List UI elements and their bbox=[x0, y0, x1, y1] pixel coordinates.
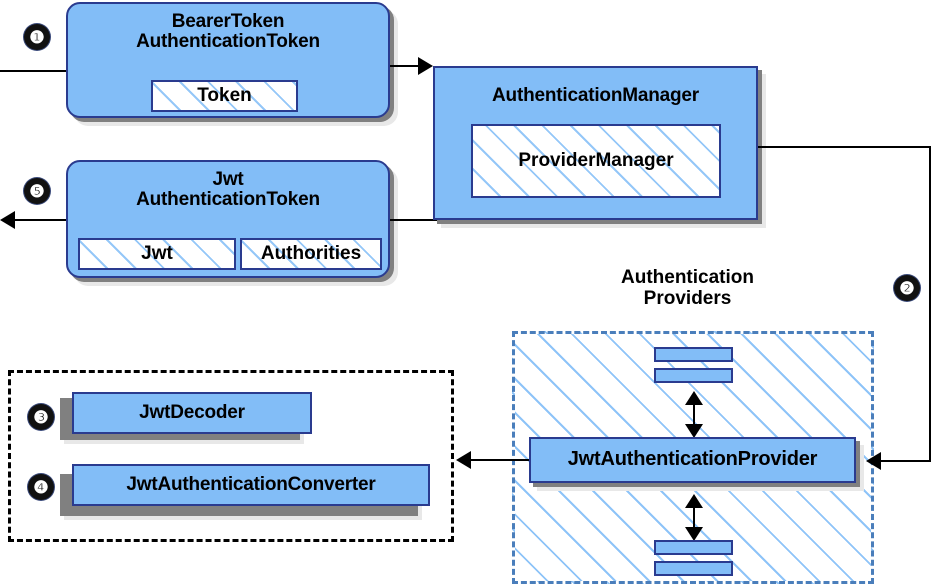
collapsed-provider-bar-bottom-1[interactable] bbox=[654, 540, 733, 555]
jwt-components-container bbox=[8, 370, 454, 542]
jwt-token-slot-jwt-label: Jwt bbox=[141, 243, 173, 264]
step-badge-2: ❷ bbox=[894, 275, 920, 301]
jwt-token-title-line2: AuthenticationToken bbox=[136, 189, 320, 211]
node-bearer-token-authentication-token[interactable]: BearerToken AuthenticationToken Token bbox=[66, 2, 390, 118]
arrowhead-bearer-to-manager bbox=[418, 57, 433, 75]
jwt-authentication-provider-title: JwtAuthenticationProvider bbox=[567, 448, 818, 471]
bearer-token-slot-label: Token bbox=[197, 85, 252, 106]
arrowhead-provider-to-components bbox=[456, 451, 471, 469]
jwt-token-title-line1: Jwt bbox=[212, 169, 244, 190]
collapsed-provider-bar-top-2[interactable] bbox=[654, 368, 733, 383]
arrowhead-provider-link-top-up bbox=[685, 391, 703, 405]
node-jwt-authentication-converter[interactable]: JwtAuthenticationConverter bbox=[72, 464, 430, 506]
connector-manager-to-jwt-token bbox=[390, 219, 437, 221]
connector-manager-out-down bbox=[929, 146, 931, 461]
node-authentication-manager[interactable]: AuthenticationManager ProviderManager bbox=[433, 66, 758, 220]
node-jwt-authentication-token[interactable]: Jwt AuthenticationToken Jwt Authorities bbox=[66, 160, 390, 278]
connector-provider-to-components bbox=[470, 459, 530, 461]
jwt-token-slot-jwt: Jwt bbox=[78, 238, 236, 270]
arrowhead-provider-link-top-down bbox=[685, 424, 703, 438]
jwt-token-slot-authorities: Authorities bbox=[240, 238, 382, 270]
collapsed-provider-bar-top-1[interactable] bbox=[654, 347, 733, 362]
jwt-token-title: Jwt AuthenticationToken bbox=[136, 169, 320, 211]
connector-jwt-token-outbound bbox=[14, 219, 70, 221]
connector-manager-out-top bbox=[758, 146, 931, 148]
connector-provider-link-top bbox=[693, 396, 695, 428]
connector-bearer-to-manager bbox=[390, 65, 420, 67]
jwt-token-slot-authorities-label: Authorities bbox=[260, 243, 362, 264]
providers-label-line1: Authentication bbox=[621, 267, 754, 288]
step-badge-4: ❹ bbox=[28, 474, 54, 500]
arrowhead-into-provider bbox=[866, 452, 881, 470]
authentication-providers-label: Authentication Providers bbox=[550, 267, 825, 310]
connector-into-provider bbox=[880, 460, 931, 462]
connector-provider-link-bottom bbox=[693, 499, 695, 531]
connector-inbound-request bbox=[0, 70, 70, 72]
authentication-manager-slot-provider-manager: ProviderManager bbox=[471, 124, 721, 198]
bearer-token-title-line1: BearerToken bbox=[171, 11, 285, 32]
bearer-token-title: BearerToken AuthenticationToken bbox=[136, 11, 320, 53]
step-badge-3: ❸ bbox=[28, 404, 54, 430]
node-jwt-decoder[interactable]: JwtDecoder bbox=[72, 392, 312, 434]
arrowhead-provider-link-bottom-down bbox=[685, 527, 703, 541]
step-badge-1: ❶ bbox=[24, 24, 50, 50]
arrowhead-outbound-response bbox=[0, 211, 15, 229]
jwt-authentication-converter-title: JwtAuthenticationConverter bbox=[126, 473, 376, 495]
bearer-token-title-line2: AuthenticationToken bbox=[136, 31, 320, 53]
providers-label-line2: Providers bbox=[643, 287, 732, 309]
jwt-decoder-title: JwtDecoder bbox=[139, 401, 245, 423]
arrowhead-provider-link-bottom-up bbox=[685, 494, 703, 508]
collapsed-provider-bar-bottom-2[interactable] bbox=[654, 561, 733, 576]
step-badge-5: ❺ bbox=[24, 178, 50, 204]
authentication-manager-title: AuthenticationManager bbox=[492, 85, 699, 106]
bearer-token-slot-token: Token bbox=[151, 80, 298, 112]
provider-manager-label: ProviderManager bbox=[518, 150, 674, 171]
node-jwt-authentication-provider[interactable]: JwtAuthenticationProvider bbox=[529, 437, 856, 483]
